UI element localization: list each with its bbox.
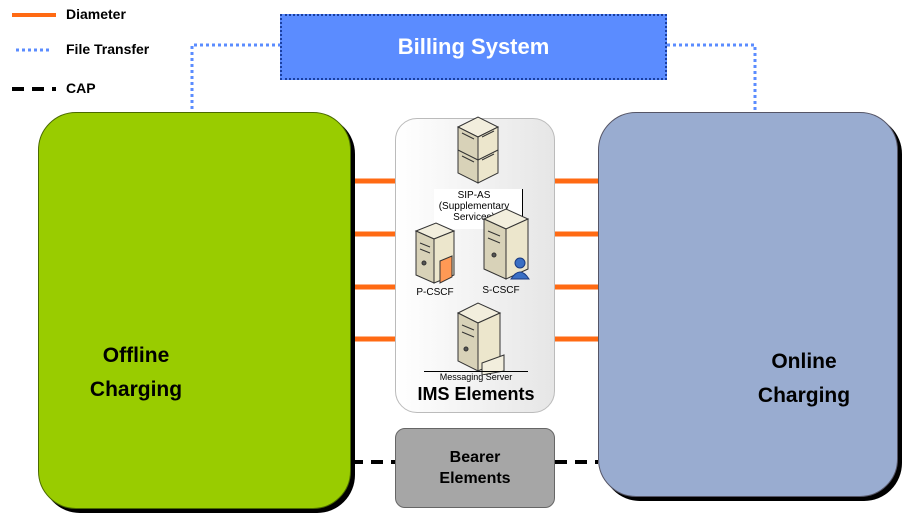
online-charging-line2: Charging: [757, 384, 851, 407]
sip-as-line3: Services): [453, 212, 495, 223]
p-cscf-label: P-CSCF: [416, 287, 454, 298]
offline-charging-line2: Charging: [89, 378, 183, 401]
legend-label-cap: CAP: [66, 80, 96, 96]
offline-charging-label: Offline Charging: [61, 339, 211, 407]
online-charging-line1: Online: [771, 350, 837, 373]
offline-charging-box: Offline Charging: [38, 112, 351, 509]
sip-as-label: SIP-AS (Supplementary Services): [434, 190, 514, 223]
messaging-server-label: Messaging Server: [424, 371, 528, 382]
file-transfer-link-offline: [190, 43, 280, 115]
legend-lines: [12, 13, 56, 91]
sip-as-line1: SIP-AS: [457, 190, 491, 201]
legend-label-file-transfer: File Transfer: [66, 41, 150, 57]
p-cscf-server-icon: [414, 222, 456, 284]
ims-elements-box: SIP-AS (Supplementary Services) P-CSCF S…: [395, 116, 555, 413]
online-charging-label: Online Charging: [729, 345, 879, 413]
file-transfer-link-online: [667, 43, 757, 115]
bearer-elements-line2: Elements: [439, 470, 511, 487]
billing-system-box: Billing System: [280, 14, 667, 80]
s-cscf-server-icon: [482, 208, 530, 280]
offline-charging-line1: Offline: [102, 344, 170, 367]
legend-label-diameter: Diameter: [66, 6, 126, 22]
legend: Diameter File Transfer CAP: [0, 0, 200, 110]
s-cscf-label: S-CSCF: [482, 285, 520, 296]
bearer-elements-box: Bearer Elements: [395, 428, 555, 508]
billing-system-label: Billing System: [397, 34, 550, 59]
sip-as-line2: (Supplementary: [438, 201, 510, 212]
sip-as-server-icon: [456, 116, 500, 184]
ims-elements-title: IMS Elements: [417, 384, 535, 404]
bearer-elements-line1: Bearer: [449, 449, 501, 466]
messaging-server-icon: [456, 302, 505, 375]
online-charging-box: Online Charging: [598, 112, 898, 497]
